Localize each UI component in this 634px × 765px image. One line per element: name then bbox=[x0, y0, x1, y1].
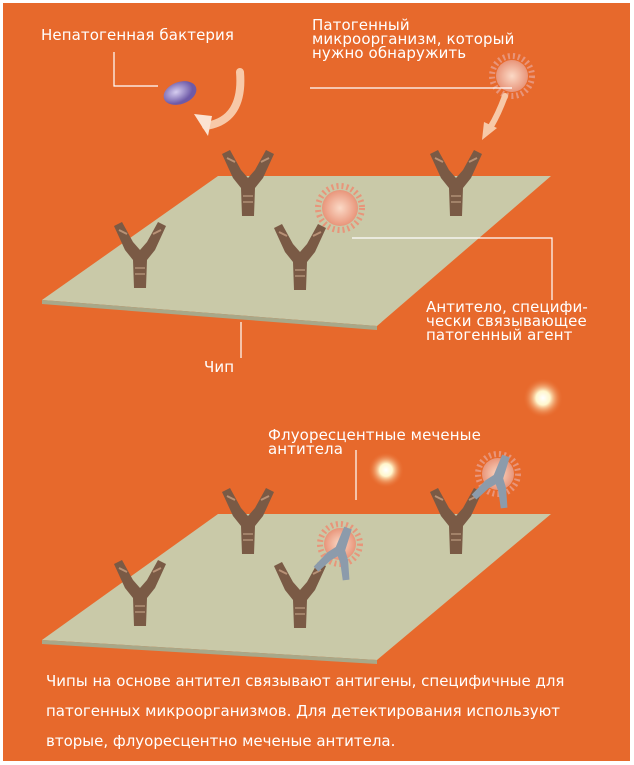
pathogen-free bbox=[492, 56, 532, 96]
label-antibody: Антитело, специфи- чески связывающее пат… bbox=[426, 300, 588, 342]
bacterium bbox=[160, 77, 199, 109]
label-chip: Чип bbox=[204, 360, 234, 374]
label-fluorescent-antibodies: Флуоресцентные меченые антитела bbox=[268, 428, 481, 456]
pathogen-arrow bbox=[482, 96, 505, 140]
label-pathogen: Патогенный микроорганизм, который нужно … bbox=[312, 18, 514, 60]
bacterium-arrow bbox=[194, 72, 240, 136]
figure-caption: Чипы на основе антител связывают антиген… bbox=[46, 666, 616, 756]
label-nonpathogenic-bacterium: Непатогенная бактерия bbox=[41, 28, 234, 42]
labeled-antibody-2 bbox=[471, 378, 563, 510]
